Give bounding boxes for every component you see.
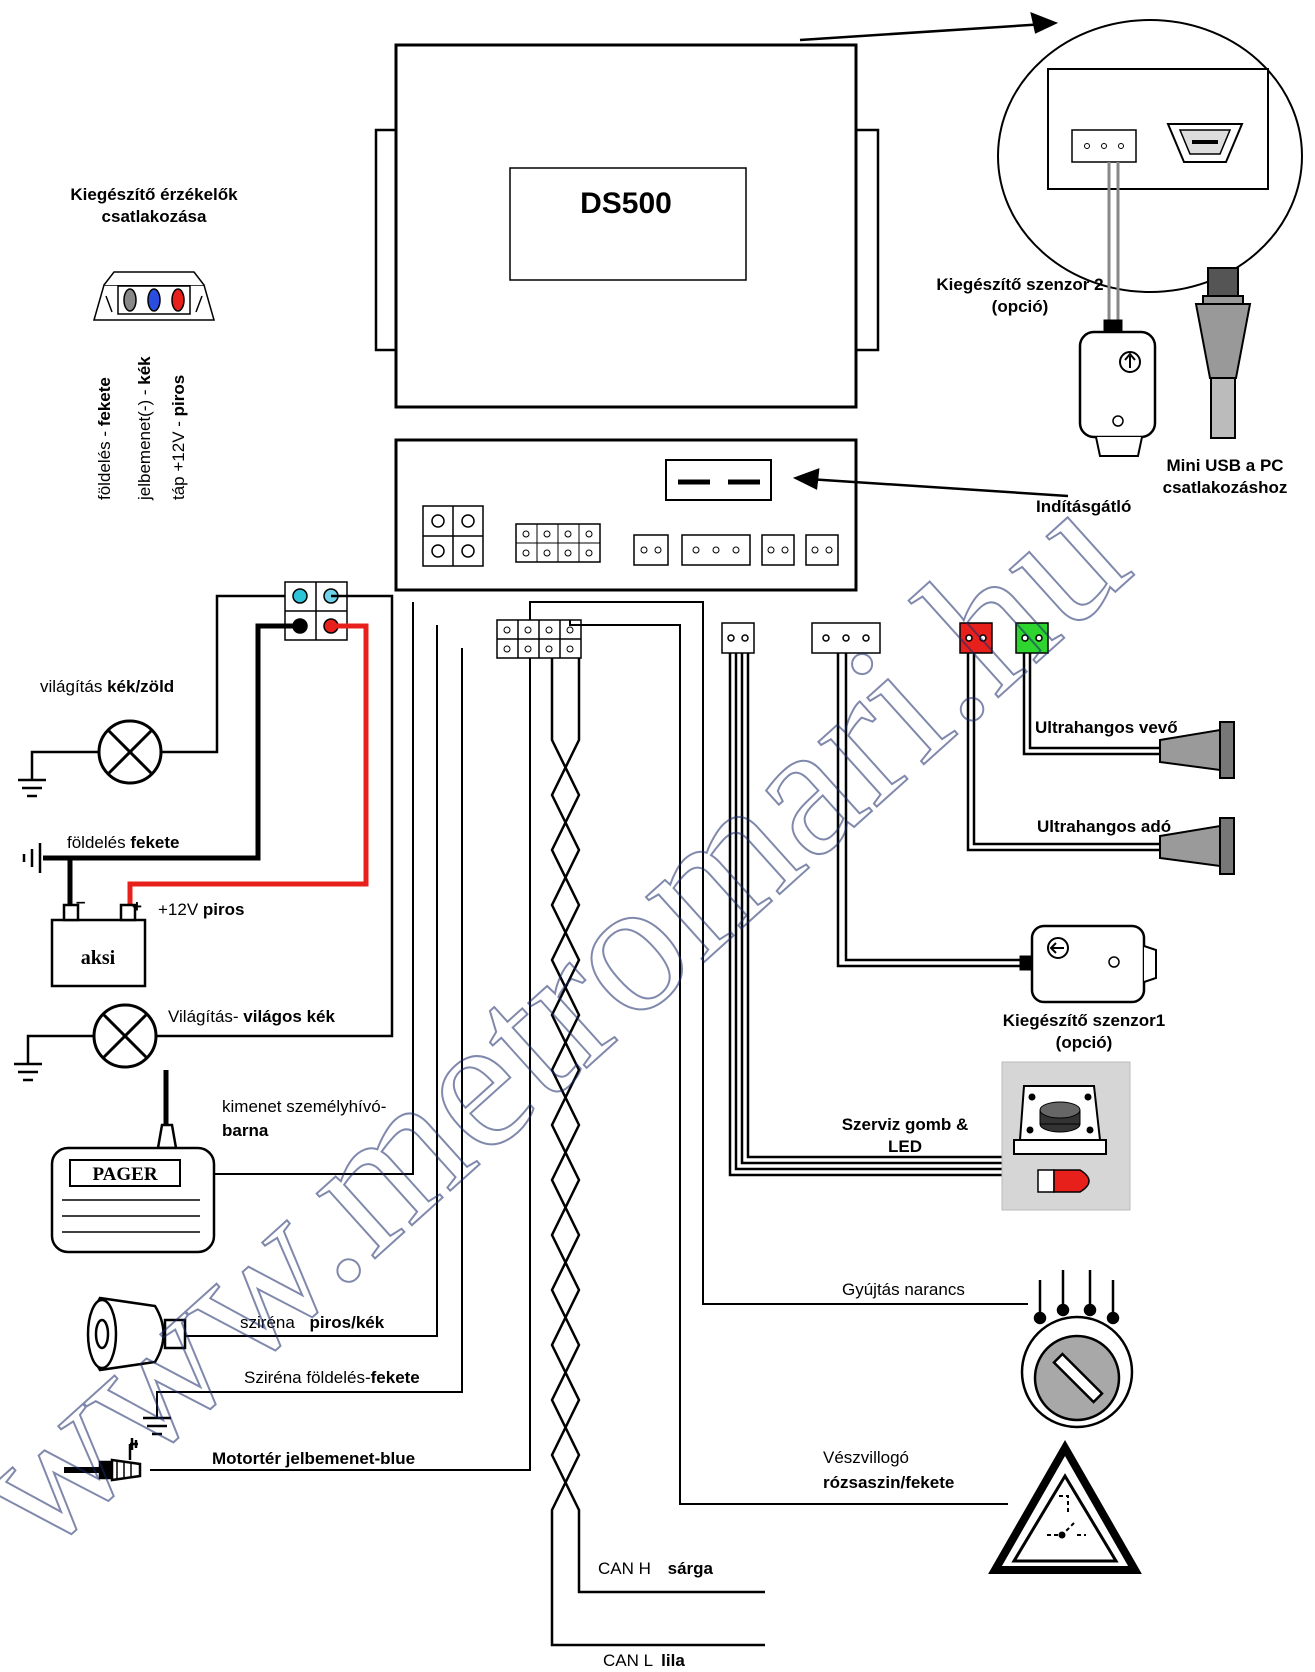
wire-ultrasonic-rx (1022, 653, 1160, 756)
wire-lighting-2 (14, 594, 394, 1082)
svg-text:földelés - fekete: földelés - fekete (95, 377, 114, 500)
aux-sensor-2 (1078, 162, 1157, 457)
harness-connector (496, 619, 582, 659)
wire-siren (185, 625, 438, 1337)
ultrasonic-rx-icon (1159, 721, 1235, 779)
ignition-switch-icon (1020, 1270, 1134, 1429)
hazard-label: Vészvillogó (823, 1448, 909, 1467)
wire-ultrasonic-tx (966, 653, 1160, 852)
lamp-icon (97, 719, 163, 785)
service-panel (1001, 1061, 1131, 1211)
wire-siren-ground (143, 648, 463, 1436)
ground-symbol-chassis (22, 843, 42, 873)
ultrasonic-rx-label: Ultrahangos vevő (1035, 718, 1178, 737)
ground-label: földelés fekete (67, 833, 179, 852)
aux-sensor-2-option: (opció) (992, 297, 1049, 316)
aux-pin-labels: földelés - fekete jelbemenet(-) - kék tá… (95, 356, 188, 501)
aux-sensor-1-option: (opció) (1056, 1033, 1113, 1052)
battery-plus: + (132, 897, 142, 916)
svg-text:táp +12V - piros: táp +12V - piros (169, 375, 188, 500)
wire-sensor-1 (836, 653, 1020, 968)
lighting-label: világítás kék/zöld (40, 677, 174, 696)
ultrasonic-tx-label: Ultrahangos adó (1037, 817, 1171, 836)
siren-ground-label: Sziréna földelés-fekete (244, 1368, 420, 1387)
wire-ground (43, 623, 300, 905)
siren-icon (86, 1296, 187, 1372)
hazard-color: rózsaszin/fekete (823, 1473, 954, 1492)
arrow-immobilizer (792, 468, 1069, 498)
wire-hood-input (150, 648, 531, 1471)
ultrasonic-tx-connector (959, 622, 993, 654)
lighting-2-label: Világítás- világos kék (168, 1007, 335, 1026)
mini-usb-label: Mini USB a PC (1166, 456, 1283, 475)
aux-sensor-1 (1019, 924, 1157, 1004)
wire-lighting (18, 594, 285, 798)
service-label-2: LED (888, 1137, 922, 1156)
aux-sensors-title-2: csatlakozása (102, 207, 207, 226)
sensor-1-connector (811, 622, 881, 654)
aux-sensor-connector (93, 271, 215, 321)
hood-switch-icon (64, 1438, 142, 1482)
aux-sensors-title: Kiegészítő érzékelők (70, 185, 238, 204)
pager-output-label: kimenet személyhívó- (222, 1097, 386, 1116)
hood-input-label: Motortér jelbemenet-blue (212, 1449, 415, 1468)
hazard-icon (988, 1439, 1142, 1574)
battery-voltage-label: +12V piros (158, 900, 244, 919)
pager-icon (50, 1070, 216, 1254)
power-connector (284, 581, 348, 641)
wire-pager (210, 602, 414, 1175)
mini-usb-plug (1194, 267, 1252, 439)
mini-usb-label-2: csatlakozáshoz (1163, 478, 1288, 497)
wire-hazard (569, 620, 1008, 1505)
can-l-label: CAN L lila (603, 1651, 685, 1670)
usb-detail-zoom (997, 19, 1303, 293)
lamp-2-icon (92, 1003, 158, 1069)
ultrasonic-tx-icon (1159, 817, 1235, 875)
service-connector (721, 622, 755, 654)
aux-sensor-1-label: Kiegészítő szenzor1 (1003, 1011, 1166, 1030)
ignition-label: Gyújtás narancs (842, 1280, 965, 1299)
immobilizer-label: Indításgátló (1036, 497, 1131, 516)
can-twisted-pair (550, 658, 765, 1647)
aux-sensor-2-label: Kiegészítő szenzor 2 (936, 275, 1103, 294)
battery (50, 903, 147, 988)
svg-text:jelbemenet(-) - kék: jelbemenet(-) - kék (135, 356, 154, 501)
arrow-zoom (799, 11, 1059, 42)
battery-label: aksi (81, 947, 116, 969)
ds500-unit (374, 43, 880, 409)
pager-label: PAGER (92, 1164, 157, 1185)
pager-output-color: barna (222, 1121, 269, 1140)
unit-title: DS500 (580, 187, 672, 220)
can-h-label: CAN H sárga (598, 1559, 714, 1578)
connector-panel (394, 438, 858, 592)
wire-service (728, 653, 1002, 1177)
siren-label: sziréna piros/kék (240, 1313, 385, 1332)
battery-minus: – (76, 892, 85, 911)
wire-power-red (127, 623, 369, 905)
ultrasonic-rx-connector (1015, 622, 1049, 654)
wire-ignition (529, 601, 1028, 1305)
service-label: Szerviz gomb & (842, 1115, 969, 1134)
